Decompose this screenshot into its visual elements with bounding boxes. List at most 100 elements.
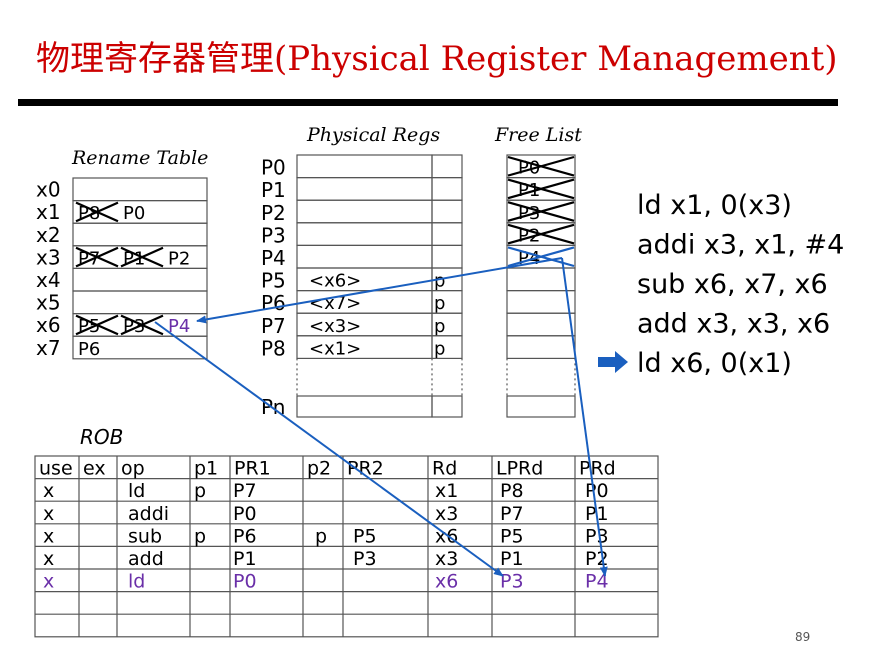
phys-reg-present: p: [434, 316, 445, 337]
cross-mark: [120, 314, 164, 336]
cross-mark: [75, 246, 119, 268]
phys-reg-present: p: [434, 271, 445, 292]
rob-cell: P5: [353, 525, 377, 547]
rob-cell: P3: [353, 548, 377, 570]
instruction-list: ld x1, 0(x3) addi x3, x1, #4 sub x6, x7, x…: [598, 190, 844, 379]
phys-reg-value-cell: [296, 154, 433, 179]
rename-table-cell: [72, 177, 208, 202]
rob-cell: P6: [233, 525, 257, 547]
rob-cell: p: [315, 525, 327, 547]
rob-cell: P0: [585, 480, 609, 502]
instruction: sub x6, x7, x6: [637, 269, 828, 300]
rob-cell: add: [128, 548, 164, 570]
rob-title: ROB: [80, 425, 123, 449]
phys-reg-value-cell: [296, 244, 433, 269]
phys-reg-present-cell: [431, 222, 463, 247]
rob-cell: P7: [233, 480, 257, 502]
cross-mark: [75, 314, 119, 336]
rename-table-cell: [72, 335, 208, 360]
rename-table-reg: x7: [36, 336, 61, 360]
phys-reg-value-cell: [296, 177, 433, 201]
rename-table-cell: [72, 222, 208, 247]
rob-header: use: [39, 458, 73, 480]
rob-cell: P1: [233, 548, 257, 570]
rename-entry-retired: P8: [78, 203, 100, 224]
rename-table-cell: [72, 267, 208, 292]
cross-mark: [507, 178, 575, 200]
rob-header: p2: [307, 458, 331, 480]
rob-header: ex: [83, 458, 106, 480]
free-list-entry: P3: [518, 203, 540, 224]
free-list-cell: [506, 290, 576, 314]
rob-cell: ld: [128, 571, 145, 593]
phys-reg-name: P7: [261, 314, 286, 338]
rename-table-reg: x0: [36, 178, 61, 202]
rob-cell: x6: [435, 571, 458, 593]
rob-header: LPRd: [496, 458, 543, 480]
phys-reg-present: p: [434, 338, 445, 359]
rename-entry-current: P6: [78, 339, 100, 360]
rob-cell: P7: [500, 503, 524, 525]
rob-cell: x: [43, 571, 54, 593]
rob-cell: x: [43, 548, 54, 570]
rob-cell: P5: [500, 525, 524, 547]
rob-cell: P0: [233, 571, 257, 593]
rename-entry-retired: P1: [123, 248, 145, 269]
rename-entry-retired: P5: [78, 316, 100, 337]
rob-cell: P3: [500, 571, 524, 593]
phys-reg-name: P1: [261, 178, 286, 202]
cross-mark: [120, 246, 164, 268]
rename-table-reg: x4: [36, 268, 61, 292]
arrow-freelist-to-rename: [196, 257, 563, 324]
rename-entry-current: P4: [168, 316, 190, 337]
arrow-freelist-to-prd: [561, 257, 608, 577]
rob-cell: x1: [435, 480, 458, 502]
arrow-rename-to-lprd: [154, 321, 504, 577]
rename-arrows: [154, 257, 608, 577]
rob-cell: x: [43, 525, 54, 547]
phys-reg-value-cell: [296, 395, 433, 418]
phys-reg-value-cell: [296, 222, 433, 247]
phys-reg-name: P8: [261, 336, 286, 360]
phys-reg-present-cell: [431, 199, 463, 224]
rob-cell: x: [43, 503, 54, 525]
phys-reg-name: P3: [261, 223, 286, 247]
cross-mark: [507, 223, 575, 245]
physical-regs-title: Physical Regs: [306, 124, 440, 146]
cross-mark: [75, 201, 119, 223]
current-instruction-arrow-icon: [598, 351, 628, 373]
title-underline: [18, 99, 838, 106]
page-number: 89: [795, 630, 810, 644]
rob-cell: addi: [128, 503, 169, 525]
rob-cell: p: [194, 480, 206, 502]
rob-cell: x: [43, 480, 54, 502]
rename-table-reg: x3: [36, 245, 61, 269]
rename-entry-current: P0: [123, 203, 145, 224]
rob-header: PR2: [347, 458, 384, 480]
phys-reg-present-cell: [431, 177, 463, 201]
free-list-entry: P2: [518, 225, 540, 246]
rename-table-cell: [72, 290, 208, 315]
rename-entry-retired: P3: [123, 316, 145, 337]
phys-reg-present-cell: [431, 395, 463, 418]
rob-cell: P0: [233, 503, 257, 525]
rob-cell: P8: [500, 480, 524, 502]
cross-mark: [507, 155, 575, 177]
phys-reg-name: P6: [261, 291, 286, 315]
phys-reg-name: P2: [261, 201, 286, 225]
rob-cell: P1: [500, 548, 524, 570]
phys-reg-name: P4: [261, 246, 286, 270]
instruction: addi x3, x1, #4: [637, 230, 844, 261]
free-list-entry: P0: [518, 158, 540, 179]
rename-table-reg: x5: [36, 291, 61, 315]
instruction: ld x1, 0(x3): [637, 190, 792, 221]
rename-table-reg: x2: [36, 223, 61, 247]
free-list-cell: [506, 335, 576, 359]
phys-reg-value: <x1>: [309, 338, 361, 359]
rob-header: op: [121, 458, 145, 480]
phys-reg-present: p: [434, 293, 445, 314]
rob-cell: x3: [435, 548, 458, 570]
